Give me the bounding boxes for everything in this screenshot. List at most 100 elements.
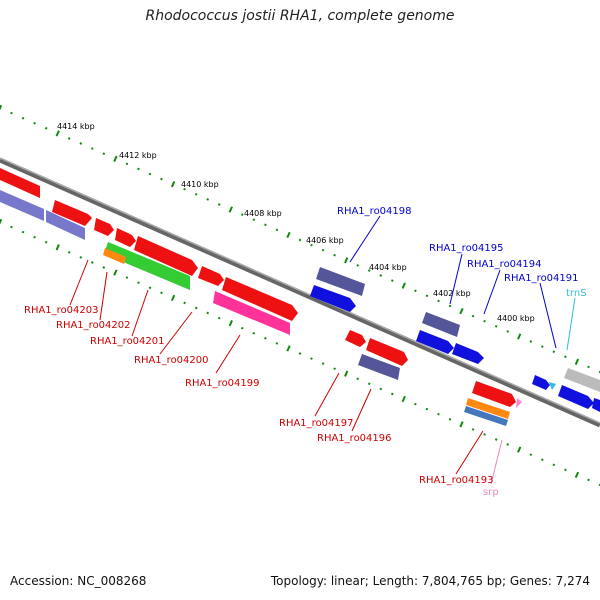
gene-label[interactable]: trnS	[566, 288, 587, 299]
gene-feature[interactable]	[358, 354, 400, 380]
gene-feature[interactable]	[316, 267, 365, 296]
backbone-line	[0, 157, 600, 428]
gene-feature[interactable]	[472, 381, 516, 407]
gene-label[interactable]: RHA1_ro04200	[134, 355, 209, 366]
gene-feature[interactable]	[558, 385, 594, 409]
scale-minor-tick	[506, 443, 510, 446]
gene-feature[interactable]	[466, 398, 510, 419]
scale-minor-tick	[90, 261, 94, 264]
gene-label[interactable]: RHA1_ro04196	[317, 433, 392, 444]
scale-major-tick	[344, 370, 349, 377]
gene-feature[interactable]	[198, 266, 224, 286]
scale-major-tick	[55, 130, 60, 137]
gene-feature[interactable]	[416, 330, 454, 354]
scale-minor-tick	[552, 350, 556, 354]
gene-feature[interactable]	[52, 200, 92, 226]
leader-line	[349, 215, 381, 263]
scale-minor-tick	[414, 289, 417, 293]
gene-feature[interactable]	[103, 248, 126, 264]
gene-feature[interactable]	[366, 338, 408, 366]
gene-feature[interactable]	[104, 242, 190, 290]
scale-minor-tick	[148, 172, 152, 176]
gene-label[interactable]: srp	[483, 487, 499, 498]
scale-minor-tick	[102, 266, 106, 269]
gene-label[interactable]: RHA1_ro04193	[419, 475, 494, 486]
gene-feature[interactable]	[115, 228, 136, 247]
leader-line	[483, 269, 501, 315]
scale-minor-tick	[275, 342, 279, 345]
gene-feature[interactable]	[549, 382, 556, 390]
scale-major-tick	[228, 206, 233, 213]
scale-major-tick	[0, 104, 3, 112]
leader-line	[159, 311, 193, 355]
scale-minor-tick	[552, 463, 556, 467]
scale-minor-tick	[298, 238, 302, 242]
gene-label[interactable]: RHA1_ro04194	[467, 259, 542, 270]
scale-minor-tick	[298, 352, 302, 355]
scale-minor-tick	[390, 392, 394, 396]
gene-feature[interactable]	[0, 168, 40, 198]
gene-label[interactable]: RHA1_ro04202	[56, 320, 131, 331]
scale-minor-tick	[206, 311, 210, 315]
scale-minor-tick	[148, 286, 152, 290]
scale-minor-tick	[160, 177, 163, 181]
scale-major-tick	[0, 218, 3, 226]
leader-line	[99, 271, 108, 321]
scale-minor-tick	[264, 336, 267, 340]
scale-minor-tick	[183, 187, 186, 191]
scale-minor-tick	[333, 253, 336, 257]
scale-major-tick	[459, 421, 464, 428]
scale-minor-tick	[67, 250, 71, 254]
gene-feature[interactable]	[222, 277, 298, 321]
scale-major-tick	[344, 257, 349, 264]
scale-minor-tick	[264, 223, 267, 227]
scale-major-tick	[286, 345, 291, 352]
scale-minor-tick	[471, 428, 475, 431]
gene-feature[interactable]	[345, 330, 366, 347]
scale-minor-tick	[367, 382, 371, 386]
gene-feature[interactable]	[592, 398, 600, 412]
leader-line	[351, 388, 372, 432]
gene-feature[interactable]	[213, 291, 290, 335]
scale-minor-tick	[44, 126, 48, 130]
gene-label[interactable]: RHA1_ro04197	[279, 418, 354, 429]
gene-label[interactable]: RHA1_ro04195	[429, 243, 504, 254]
scale-minor-tick	[217, 203, 221, 206]
gene-feature[interactable]	[564, 368, 600, 392]
scale-major-tick	[459, 307, 464, 315]
gene-feature[interactable]	[134, 236, 198, 276]
scale-minor-tick	[125, 162, 129, 166]
gene-feature[interactable]	[94, 218, 114, 236]
gene-feature[interactable]	[310, 285, 356, 312]
scale-minor-tick	[67, 137, 71, 140]
gene-label[interactable]: RHA1_ro04199	[185, 378, 260, 389]
gene-feature[interactable]	[452, 343, 484, 364]
scale-minor-tick	[494, 324, 498, 328]
scale-minor-tick	[137, 281, 140, 285]
gene-feature[interactable]	[464, 406, 508, 426]
reverse-genes	[345, 330, 522, 426]
gene-label[interactable]: RHA1_ro04201	[90, 336, 165, 347]
scale-minor-tick	[414, 402, 417, 406]
scale-minor-tick	[379, 274, 383, 277]
gene-label[interactable]: RHA1_ro04203	[24, 305, 99, 316]
scale-label: 4400 kbp	[497, 314, 535, 323]
scale-major-tick	[401, 395, 406, 403]
scale-minor-tick	[437, 299, 440, 303]
scale-minor-tick	[160, 291, 163, 295]
gene-label[interactable]: RHA1_ro04198	[337, 206, 412, 217]
scale-minor-tick	[206, 198, 210, 201]
leader-line	[314, 372, 340, 417]
scale-minor-tick	[90, 147, 94, 150]
leader-line	[539, 282, 557, 349]
scale-minor-tick	[252, 218, 256, 222]
gene-feature[interactable]	[422, 312, 460, 337]
genome-backbone	[0, 157, 600, 428]
gene-feature[interactable]	[46, 210, 85, 240]
gene-label[interactable]: RHA1_ro04191	[504, 273, 579, 284]
gene-feature[interactable]	[516, 398, 522, 408]
scale-major-tick	[401, 282, 406, 289]
gene-feature[interactable]	[532, 375, 550, 390]
gene-feature[interactable]	[0, 190, 44, 221]
leader-line	[455, 430, 484, 475]
